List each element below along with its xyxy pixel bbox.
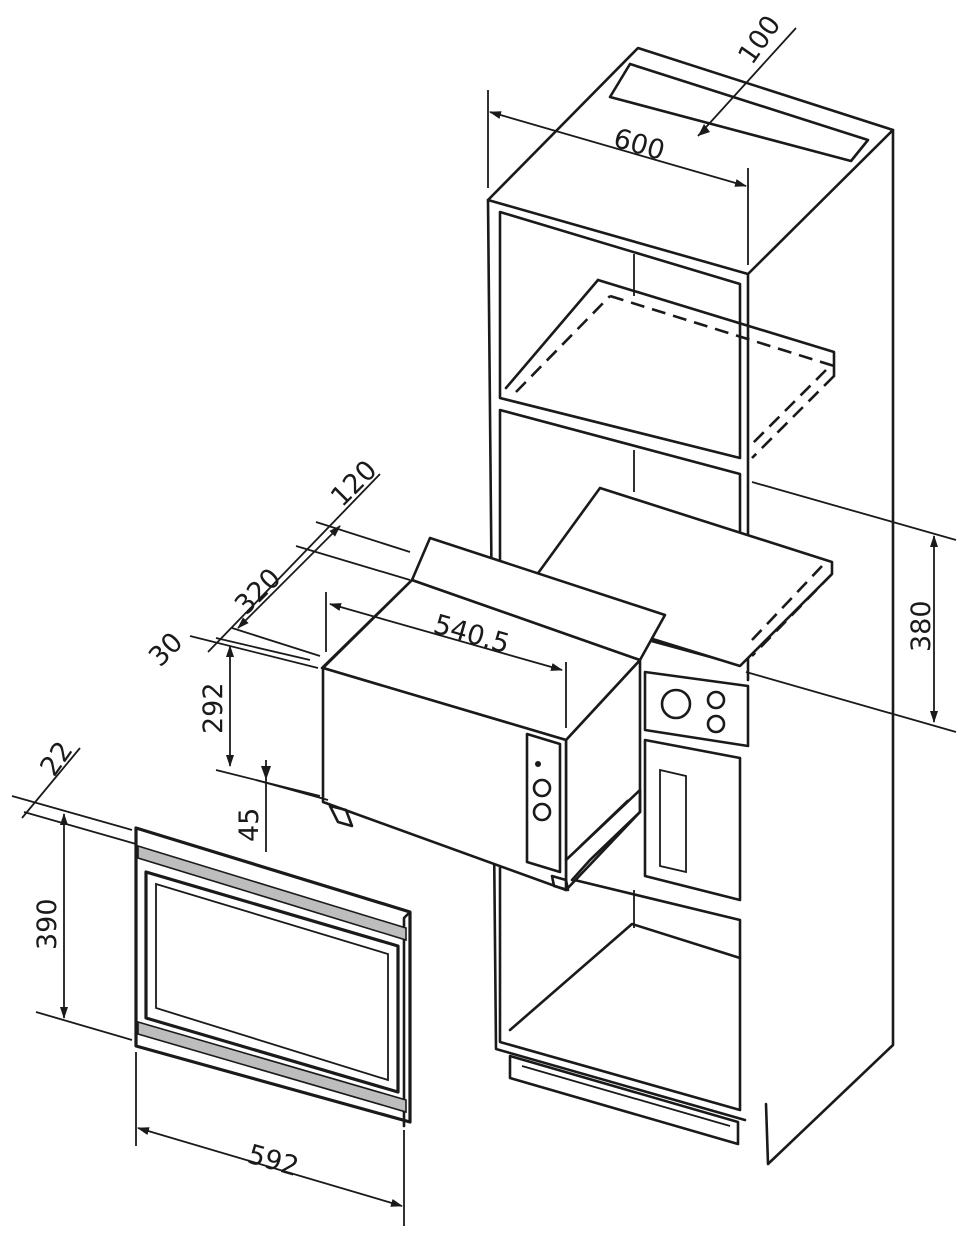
cabinet-top [486, 46, 895, 276]
dim-45-arrow [261, 766, 271, 780]
dimension-lines [11, 27, 957, 1226]
microwave-indicator [535, 761, 541, 767]
dim-592-line [137, 1127, 403, 1207]
microwave-foot-right [550, 874, 570, 892]
microwave-knob-1 [532, 778, 552, 798]
dim-label-30: 30 [143, 627, 189, 673]
trim-panel-top [410, 536, 667, 662]
dim-22-ext-2 [23, 811, 137, 845]
dim-380-ext-top [751, 481, 957, 541]
trim-frame [134, 826, 412, 1128]
trim-frame-band-bottom [137, 1020, 407, 1114]
trim-frame-edge [402, 910, 412, 1128]
oven-window [659, 768, 687, 874]
plinth-inner [521, 1065, 731, 1127]
tall-cabinet [486, 46, 895, 1166]
microwave-knob-2 [532, 802, 552, 822]
upper-compartment [498, 210, 742, 460]
oven-knob-large [660, 688, 692, 720]
trim-frame-band-top [137, 844, 407, 942]
lower-compartment [498, 860, 742, 1112]
upper-shelf-dash-4 [751, 369, 827, 445]
oven-knob-small-1 [706, 690, 726, 710]
dim-label-390: 390 [32, 898, 63, 950]
mounting-bracket-inner [579, 799, 629, 847]
upper-shelf-dash-2 [609, 294, 835, 368]
upper-shelf-dash-1 [515, 295, 611, 393]
dim-label-592: 592 [244, 1139, 302, 1183]
upper-shelf-dash-3 [751, 375, 835, 459]
oven-knob-small-2 [706, 714, 726, 734]
dim-label-120: 120 [325, 455, 383, 513]
trim-frame-outer [134, 826, 412, 1124]
cabinet-plinth [508, 1054, 740, 1146]
cabinet-top-vent [608, 62, 870, 163]
cabinet-front-edge [486, 198, 747, 1122]
upper-shelf [596, 278, 836, 378]
dim-30-ext-2 [189, 635, 319, 669]
dim-label-380: 380 [906, 600, 937, 652]
cabinet-side [764, 128, 895, 1166]
dim-label-292: 292 [198, 682, 229, 734]
oven-door [643, 738, 742, 902]
dim-label-45: 45 [234, 808, 265, 842]
dim-390-ext-bottom [35, 1011, 133, 1041]
middle-shelf-dash-1 [751, 573, 833, 657]
trim-frame-opening-inner [155, 882, 389, 1082]
dim-label-320: 320 [229, 563, 287, 621]
trim-frame-opening [144, 870, 400, 1094]
oven-control-panel [643, 670, 750, 748]
dim-22-line [21, 747, 81, 819]
upper-shelf-front [504, 278, 600, 390]
dim-600-line [489, 111, 747, 187]
microwave-control-strip [525, 732, 562, 874]
lower-floor [508, 922, 742, 1032]
dim-380-ext-bottom [745, 671, 957, 733]
dim-label-100: 100 [732, 10, 787, 70]
dim-45-ext [255, 779, 329, 801]
dim-292-ext-top [215, 637, 311, 661]
dim-label-22: 22 [34, 736, 79, 782]
microwave-foot-left [328, 804, 354, 828]
dim-540-line [329, 603, 563, 671]
dim-320-line [237, 525, 341, 629]
dim-320-ext [295, 545, 411, 581]
dim-22-ext-1 [11, 795, 133, 831]
middle-shelf-dash-2 [751, 565, 823, 641]
dim-30-ext [231, 627, 321, 657]
